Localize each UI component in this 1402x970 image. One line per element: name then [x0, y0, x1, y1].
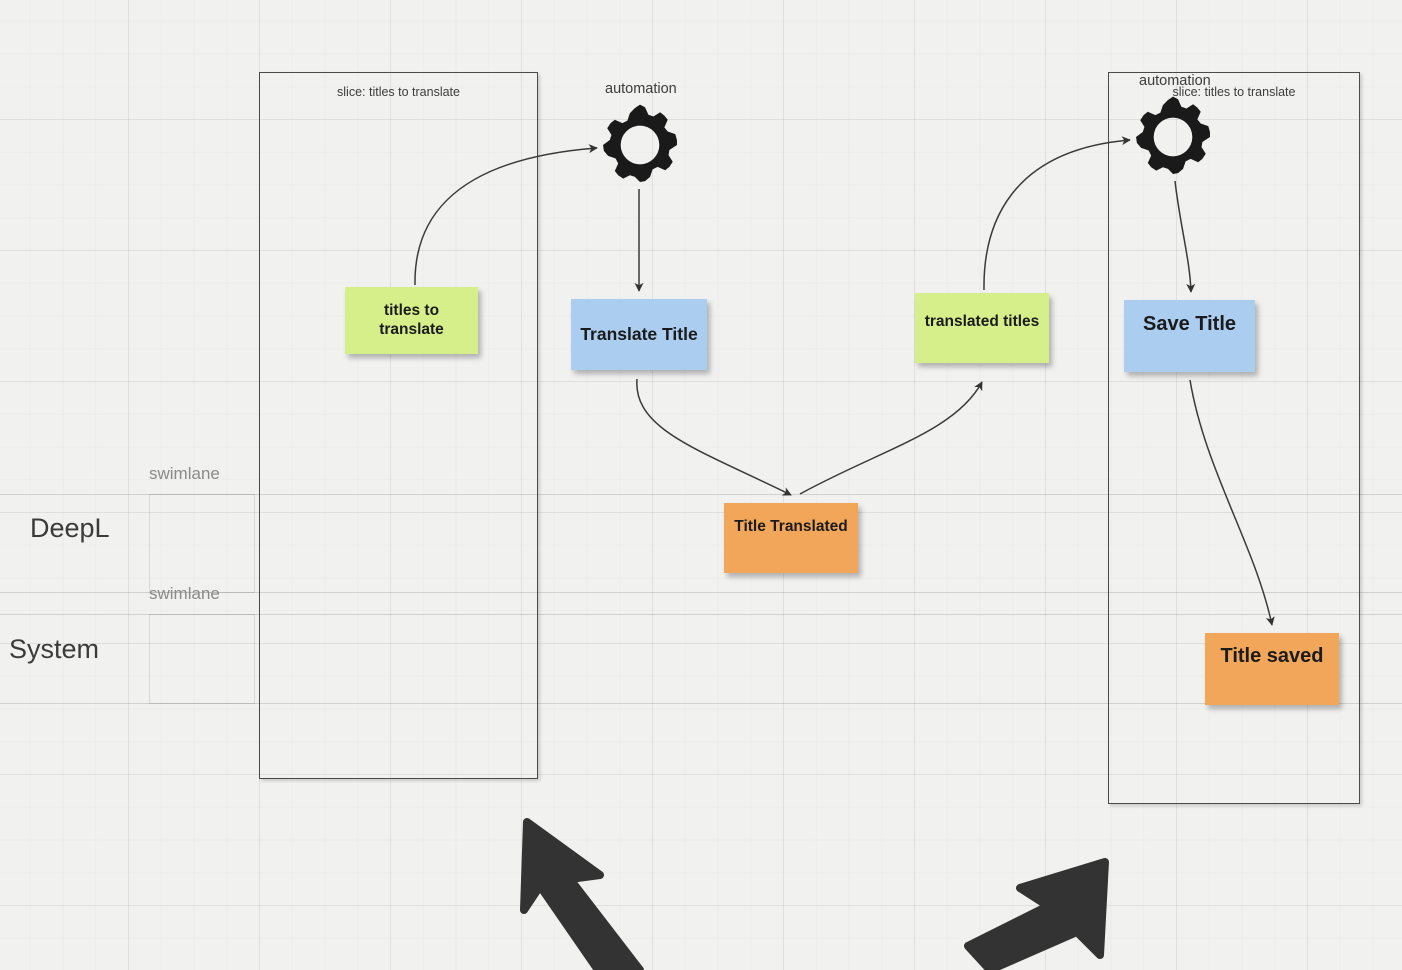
automation-label-1: automation	[605, 81, 677, 97]
note-title-translated[interactable]: Title Translated	[724, 503, 858, 573]
note-translate-title[interactable]: Translate Title	[571, 299, 707, 370]
swimlane-box-deepl[interactable]	[149, 494, 255, 593]
swimlane-band-system	[0, 614, 1402, 704]
swimlane-tag-system: swimlane	[149, 584, 220, 603]
group-slice-right[interactable]	[1108, 72, 1360, 804]
group-label-slice-left: slice: titles to translate	[337, 85, 460, 99]
connector-title-translated-to-translated-titles	[799, 381, 983, 495]
swimlane-label-system[interactable]: System	[9, 634, 100, 664]
cursor-right[interactable]	[964, 858, 1109, 970]
note-translated-titles[interactable]: translated titles	[915, 293, 1049, 363]
connector-translate-title-to-title-translated	[636, 378, 792, 496]
note-titles-to-translate[interactable]: titles to translate	[345, 287, 478, 354]
automation-label-2: automation	[1139, 73, 1211, 89]
group-label-slice-right: slice: titles to translate	[1172, 85, 1296, 99]
gear-icon-automation-1[interactable]	[598, 103, 682, 187]
gear-icon	[1136, 96, 1210, 174]
group-slice-left[interactable]	[259, 72, 538, 779]
cursor-left[interactable]	[520, 818, 644, 970]
gear-icon-automation-2[interactable]	[1131, 95, 1215, 179]
swimlane-box-system[interactable]	[149, 614, 255, 704]
gear-icon	[603, 104, 677, 182]
note-save-title[interactable]: Save Title	[1124, 300, 1255, 372]
swimlane-tag-deepl: swimlane	[149, 464, 220, 483]
swimlane-label-deepl[interactable]: DeepL	[30, 513, 110, 543]
note-title-saved[interactable]: Title saved	[1205, 633, 1339, 705]
